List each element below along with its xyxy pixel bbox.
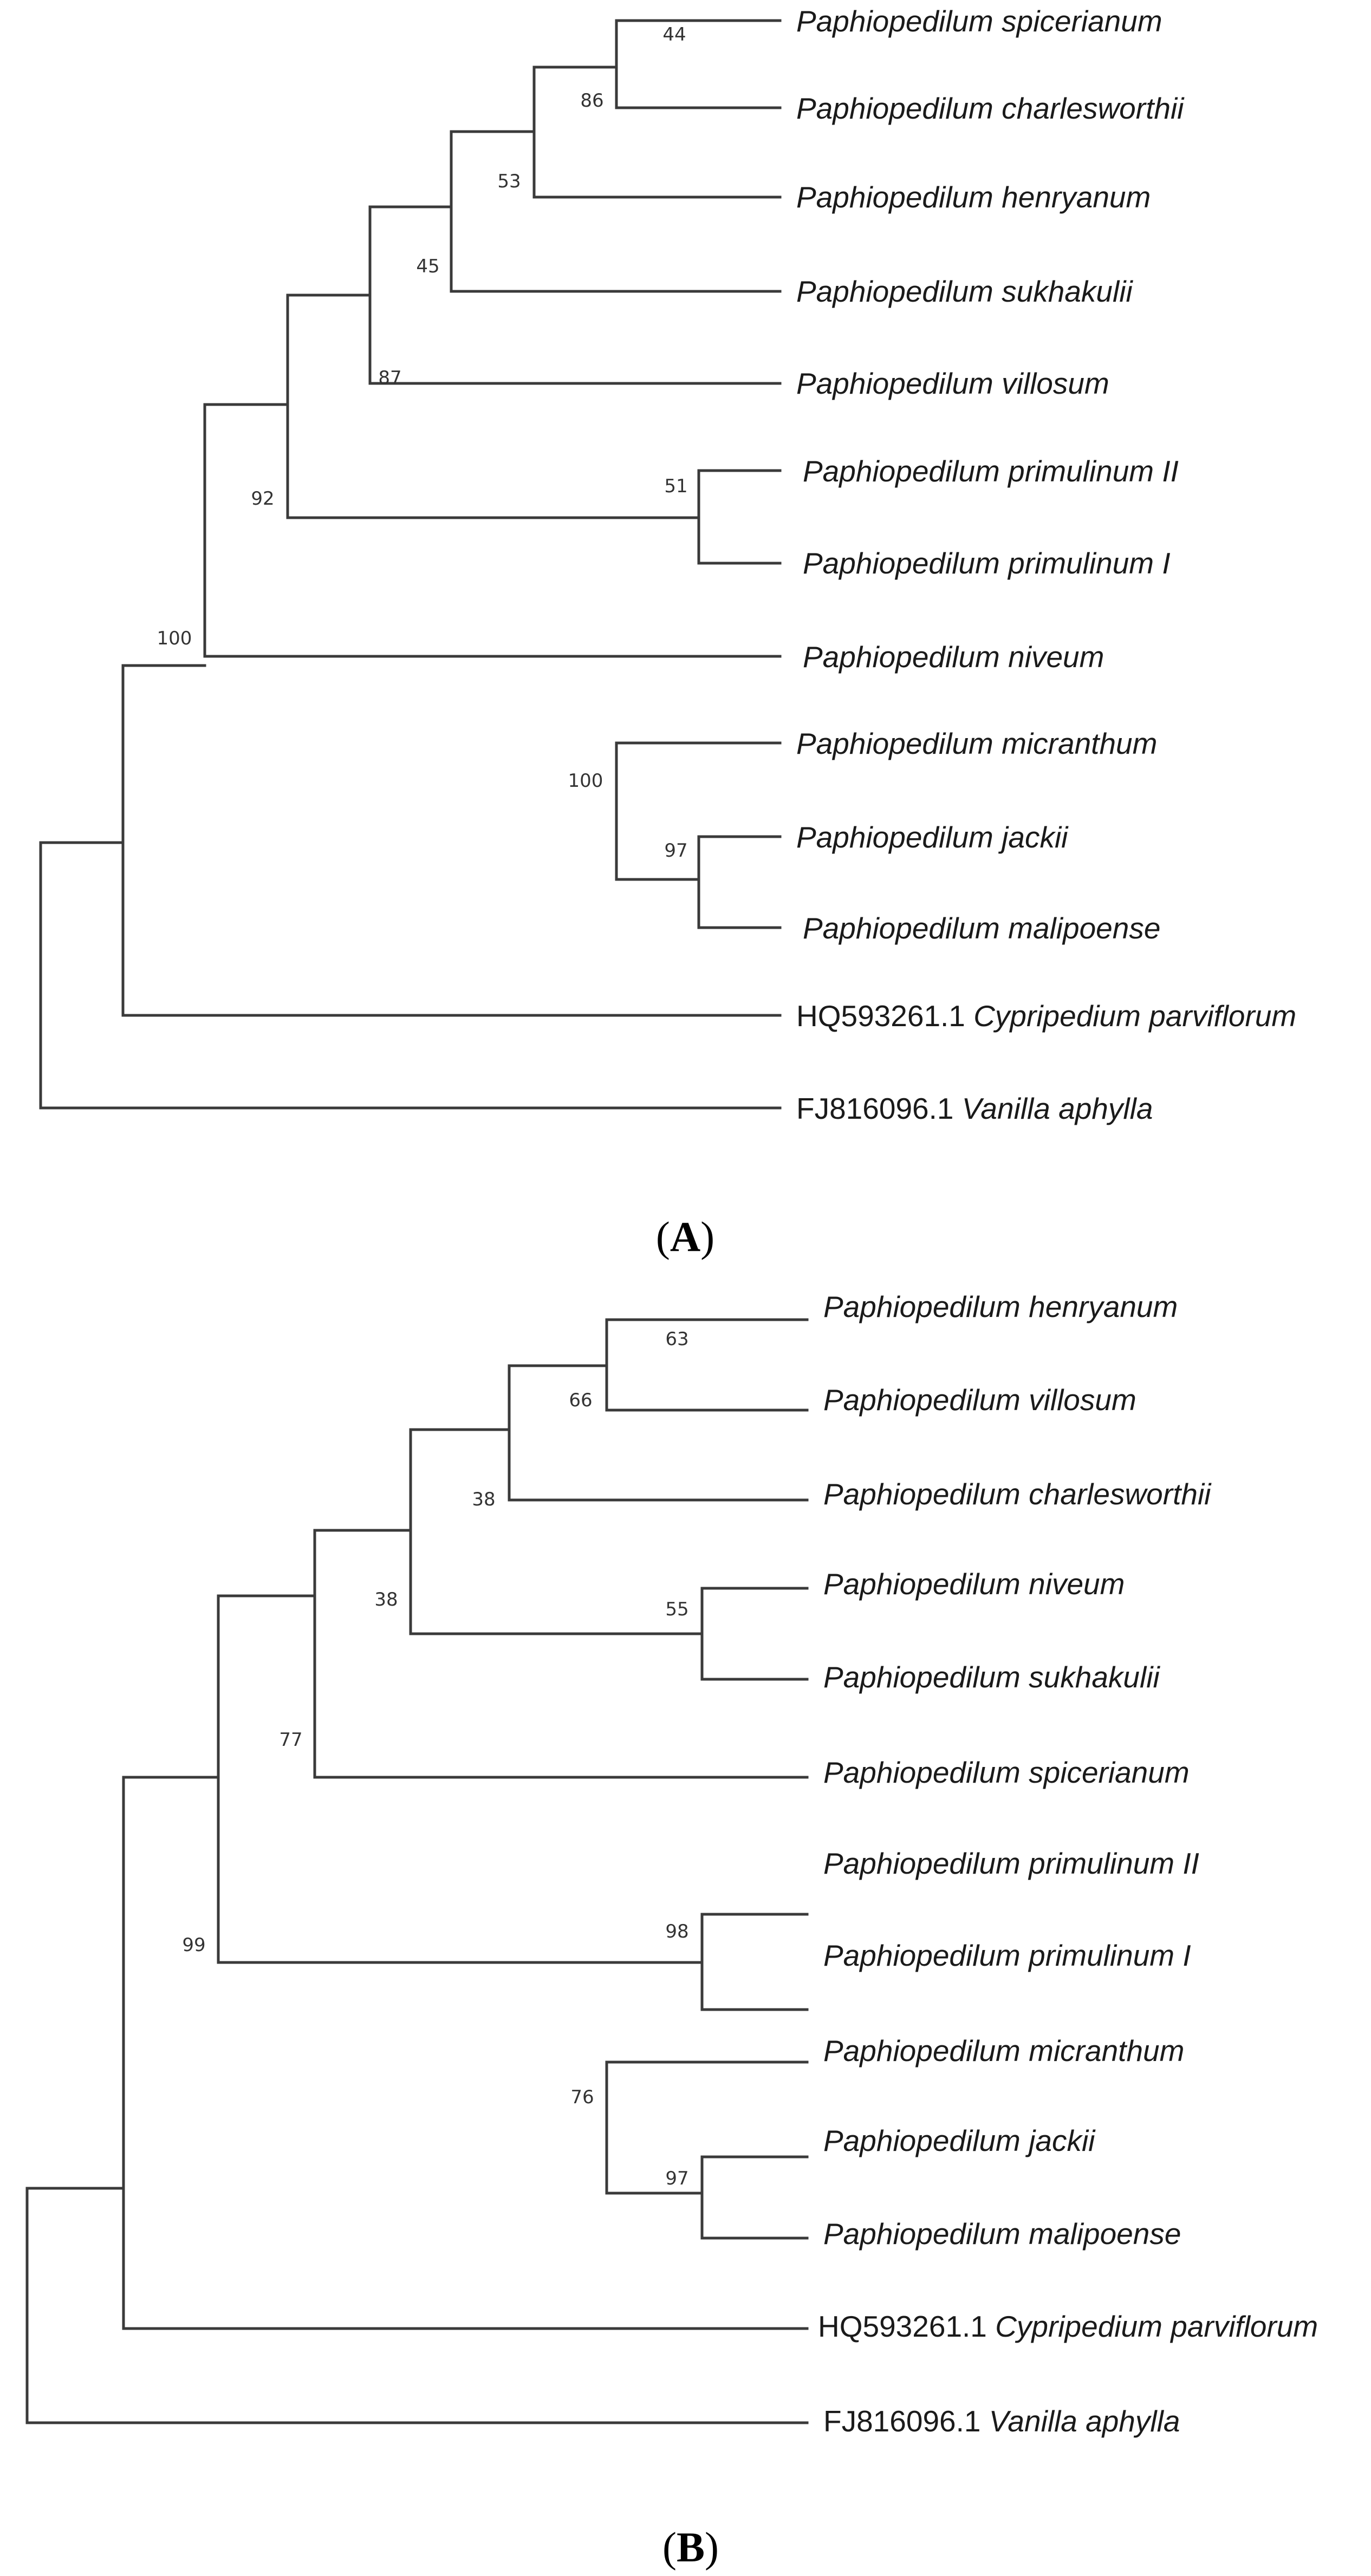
branch [697, 469, 782, 565]
branch [25, 2187, 809, 2424]
branch [121, 664, 782, 1017]
branch [508, 1364, 809, 1502]
branch [450, 130, 782, 293]
tree-b-support-values: 63 66 55 38 38 77 98 99 76 97 [182, 1328, 688, 2189]
taxon-label: Paphiopedilum primulinum I [823, 1939, 1191, 1972]
panel-label-a: (A) [656, 1213, 714, 1260]
taxon-label: Paphiopedilum charlesworthii [823, 1477, 1212, 1511]
taxon-label: HQ593261.1 Cypripedium parviflorum [796, 999, 1296, 1033]
taxon-label: Paphiopedilum niveum [823, 1567, 1125, 1601]
panel-label-b: (B) [662, 2523, 719, 2571]
taxon-label: Paphiopedilum villosum [823, 1383, 1136, 1417]
support-value: 86 [580, 90, 603, 112]
taxon-label: Paphiopedilum micranthum [823, 2034, 1184, 2068]
support-value: 55 [665, 1599, 688, 1620]
taxon-label: Paphiopedilum jackii [823, 2124, 1096, 2157]
taxon-label: Paphiopedilum primulinum II [823, 1847, 1199, 1880]
branch [615, 741, 782, 881]
taxon-label: Paphiopedilum sukhakulii [796, 275, 1133, 308]
support-value: 77 [279, 1729, 302, 1751]
tree-panel-a: 44 86 53 45 87 51 92 100 100 97 Paphiope… [39, 4, 1296, 1260]
support-value: 100 [568, 770, 603, 792]
support-value: 63 [665, 1328, 688, 1350]
support-value: 51 [664, 475, 687, 497]
branch [532, 66, 782, 199]
branch [700, 1587, 809, 1681]
branch [286, 294, 700, 519]
branch [313, 1529, 809, 1779]
branch [605, 1318, 704, 1412]
taxon-label: Paphiopedilum henryanum [796, 180, 1151, 214]
taxon-label: Paphiopedilum primulinum II [803, 454, 1179, 488]
support-value: 38 [472, 1489, 495, 1510]
branch [700, 1318, 809, 1412]
tree-b-taxon-labels: Paphiopedilum henryanum Paphiopedilum vi… [818, 1290, 1318, 2438]
taxon-label: Paphiopedilum malipoense [803, 911, 1160, 945]
taxon-label: Paphiopedilum jackii [796, 820, 1069, 854]
support-value: 97 [664, 840, 687, 862]
taxon-label: Paphiopedilum henryanum [823, 1290, 1178, 1323]
tree-panel-b: 63 66 55 38 38 77 98 99 76 97 Paphiopedi… [25, 1290, 1318, 2571]
support-value: 38 [374, 1589, 398, 1610]
taxon-label: FJ816096.1 Vanilla aphylla [796, 1092, 1153, 1125]
support-value: 97 [665, 2168, 688, 2189]
tree-a-taxon-labels: Paphiopedilum spicerianum Paphiopedilum … [796, 4, 1296, 1125]
taxon-label: Paphiopedilum charlesworthii [796, 92, 1185, 125]
branch [368, 205, 782, 385]
taxon-label: Paphiopedilum micranthum [796, 727, 1157, 760]
support-value: 45 [416, 256, 439, 277]
branch [700, 2155, 809, 2240]
tree-a-support-values: 44 86 53 45 87 51 92 100 100 97 [157, 24, 688, 862]
branch [615, 19, 782, 109]
taxon-label: Paphiopedilum niveum [803, 640, 1104, 674]
branch [217, 1594, 704, 1964]
taxon-label: Paphiopedilum sukhakulii [823, 1660, 1160, 1694]
taxon-label: FJ816096.1 Vanilla aphylla [823, 2404, 1180, 2438]
support-value: 87 [378, 367, 401, 389]
branch [409, 1428, 704, 1635]
support-value: 98 [665, 1921, 688, 1942]
support-value: 66 [569, 1390, 592, 1411]
taxon-label: Paphiopedilum primulinum I [803, 546, 1171, 580]
support-value: 76 [570, 2086, 594, 2108]
support-value: 100 [157, 628, 192, 649]
tree-a-branches [39, 19, 782, 1110]
taxon-label: Paphiopedilum spicerianum [823, 1756, 1190, 1789]
branch [605, 2060, 809, 2195]
taxon-label: Paphiopedilum villosum [796, 367, 1109, 400]
branch [39, 841, 782, 1110]
taxon-label: Paphiopedilum spicerianum [796, 4, 1162, 38]
taxon-label: HQ593261.1 Cypripedium parviflorum [818, 2310, 1318, 2343]
support-value: 44 [662, 24, 686, 45]
support-value: 99 [182, 1934, 205, 1956]
support-value: 92 [251, 488, 274, 510]
branch [697, 835, 782, 929]
branch [700, 1913, 809, 2011]
taxon-label: Paphiopedilum malipoense [823, 2217, 1181, 2251]
branch [203, 403, 782, 658]
support-value: 53 [497, 171, 521, 192]
tree-b-branches [25, 1318, 809, 2424]
branch [122, 1776, 809, 2330]
